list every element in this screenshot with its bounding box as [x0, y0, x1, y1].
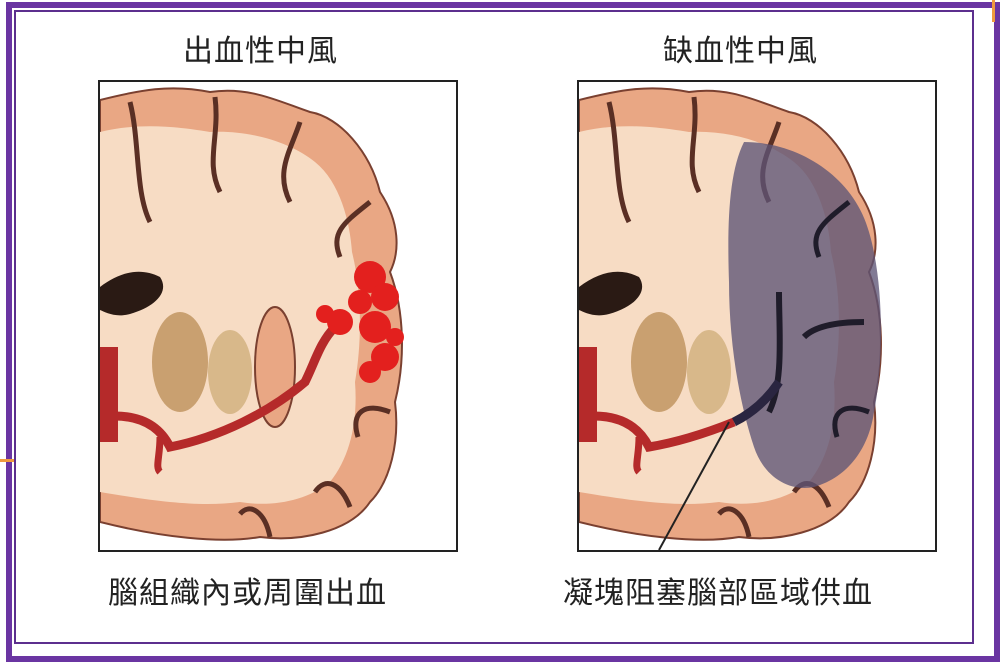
basal-ganglia-2	[208, 330, 252, 414]
basal-ganglia-1	[152, 312, 208, 412]
ischemic-caption: 凝塊阻塞腦部區域供血	[563, 568, 873, 612]
midline-artery	[100, 347, 118, 442]
ischemic-brain-illustration	[577, 80, 937, 552]
hemorrhagic-caption: 腦組織內或周圍出血	[108, 568, 387, 612]
accent-line-top-right	[992, 0, 995, 22]
hemorrhagic-stroke-title: 出血性中風	[183, 26, 338, 70]
basal-ganglia-1	[631, 312, 687, 412]
ischemic-stroke-title: 缺血性中風	[663, 26, 818, 70]
accent-line-left	[0, 459, 14, 462]
basal-ganglia-2	[687, 330, 731, 414]
hemorrhagic-brain-illustration	[98, 80, 458, 552]
midline-artery	[579, 347, 597, 442]
